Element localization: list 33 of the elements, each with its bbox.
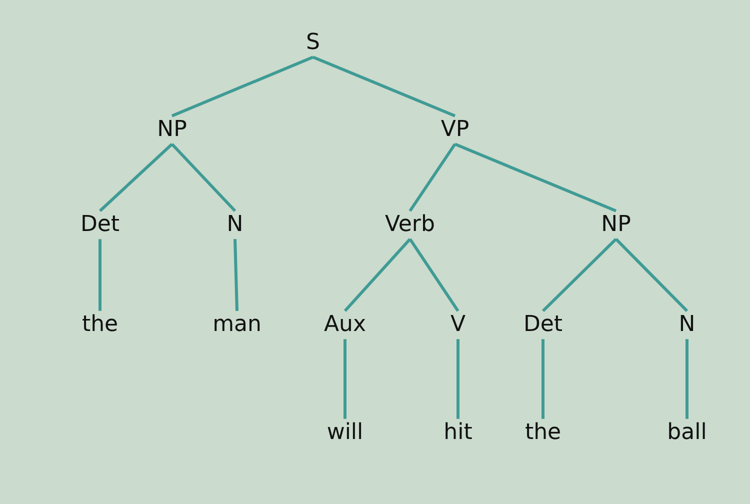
tree-label: the	[80, 312, 120, 338]
tree-label: NP	[600, 212, 632, 238]
tree-branch	[171, 56, 314, 118]
tree-branch	[170, 143, 236, 212]
tree-label: will	[326, 420, 364, 446]
tree-branch	[344, 339, 346, 419]
tree-label: V	[449, 312, 467, 338]
tree-branch	[614, 238, 688, 312]
tree-label: ball	[666, 420, 708, 446]
tree-branch	[408, 143, 456, 212]
tree-label: Det	[522, 312, 564, 338]
tree-label: Verb	[384, 212, 436, 238]
tree-label: Det	[79, 212, 121, 238]
tree-label: Aux	[323, 312, 367, 338]
tree-branch	[454, 142, 617, 212]
tree-branch	[408, 238, 460, 312]
tree-label: N	[678, 312, 696, 338]
tree-branch	[344, 238, 412, 312]
tree-branch	[98, 239, 102, 311]
tree-label: hit	[442, 420, 474, 446]
tree-label: NP	[156, 118, 188, 142]
tree-branch	[456, 339, 460, 419]
tree-branch	[542, 238, 618, 312]
tree-label: S	[305, 30, 321, 56]
tree-label: man	[212, 312, 262, 338]
tree-label: VP	[440, 118, 470, 142]
tree-label: the	[524, 420, 562, 446]
tree-branch	[542, 339, 544, 419]
tree-branch	[686, 339, 688, 419]
tree-label: N	[226, 212, 244, 238]
tree-branch	[234, 239, 238, 311]
tree-branch	[98, 143, 174, 212]
tree-branch	[312, 56, 456, 118]
